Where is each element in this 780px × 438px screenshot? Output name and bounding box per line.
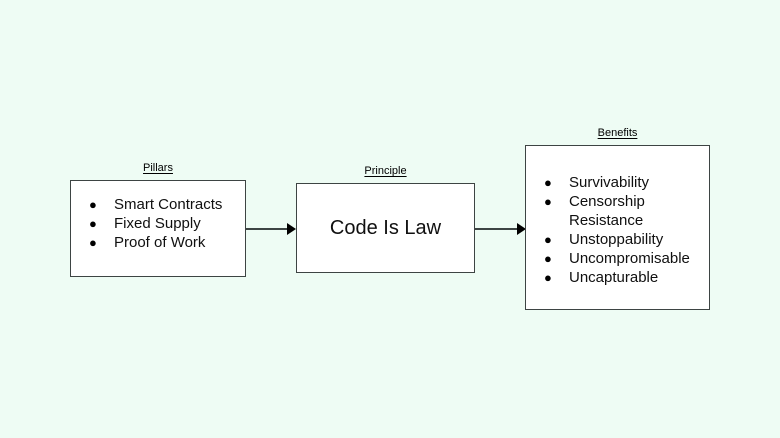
- list-item: ● Unstoppability: [544, 230, 701, 249]
- list-item: ● Smart Contracts: [89, 195, 237, 214]
- node-pillars-label: Pillars: [143, 162, 173, 174]
- bullet-icon: ●: [544, 270, 552, 285]
- list-item: ● Censorship Resistance: [544, 192, 701, 230]
- list-item: ● Uncompromisable: [544, 249, 701, 268]
- principle-text: Code Is Law: [329, 217, 442, 239]
- bullet-icon: ●: [89, 235, 97, 250]
- node-benefits-box[interactable]: ● Survivability ● Censorship Resistance …: [525, 145, 710, 310]
- arrowhead-icon: [517, 223, 526, 235]
- bullet-icon: ●: [544, 251, 552, 266]
- node-principle-label: Principle: [364, 165, 407, 177]
- node-pillars[interactable]: Pillars ● Smart Contracts ● Fixed Supply…: [70, 162, 246, 277]
- bullet-icon: ●: [544, 194, 552, 209]
- bullet-icon: ●: [544, 232, 552, 247]
- list-item-label: Unstoppability: [569, 231, 664, 248]
- list-item-label: Fixed Supply: [114, 215, 201, 232]
- list-item-label: Smart Contracts: [114, 196, 223, 213]
- bullet-icon: ●: [89, 216, 97, 231]
- benefits-bullet-list: ● Survivability ● Censorship Resistance …: [544, 173, 701, 287]
- pillars-bullet-list: ● Smart Contracts ● Fixed Supply ● Proof…: [89, 195, 237, 252]
- bullet-icon: ●: [89, 197, 97, 212]
- node-pillars-box[interactable]: ● Smart Contracts ● Fixed Supply ● Proof…: [70, 180, 246, 277]
- node-principle-box[interactable]: Code Is Law: [296, 183, 475, 273]
- list-item: ● Fixed Supply: [89, 214, 237, 233]
- list-item-label: Censorship Resistance: [569, 193, 645, 229]
- connector-pillars-to-principle: [246, 223, 296, 235]
- list-item: ● Proof of Work: [89, 233, 237, 252]
- connector-line: [475, 228, 519, 230]
- connector-principle-to-benefits: [475, 223, 526, 235]
- list-item-label: Proof of Work: [114, 234, 206, 251]
- list-item: ● Uncapturable: [544, 268, 701, 287]
- connector-line: [246, 228, 289, 230]
- list-item-label: Uncapturable: [569, 269, 659, 286]
- node-benefits-label: Benefits: [597, 127, 638, 139]
- arrowhead-icon: [287, 223, 296, 235]
- node-principle[interactable]: Principle Code Is Law: [296, 165, 475, 273]
- node-benefits[interactable]: Benefits ● Survivability ● Censorship Re…: [525, 127, 710, 310]
- list-item: ● Survivability: [544, 173, 701, 192]
- list-item-label: Uncompromisable: [569, 250, 690, 267]
- bullet-icon: ●: [544, 175, 552, 190]
- list-item-label: Survivability: [569, 174, 650, 191]
